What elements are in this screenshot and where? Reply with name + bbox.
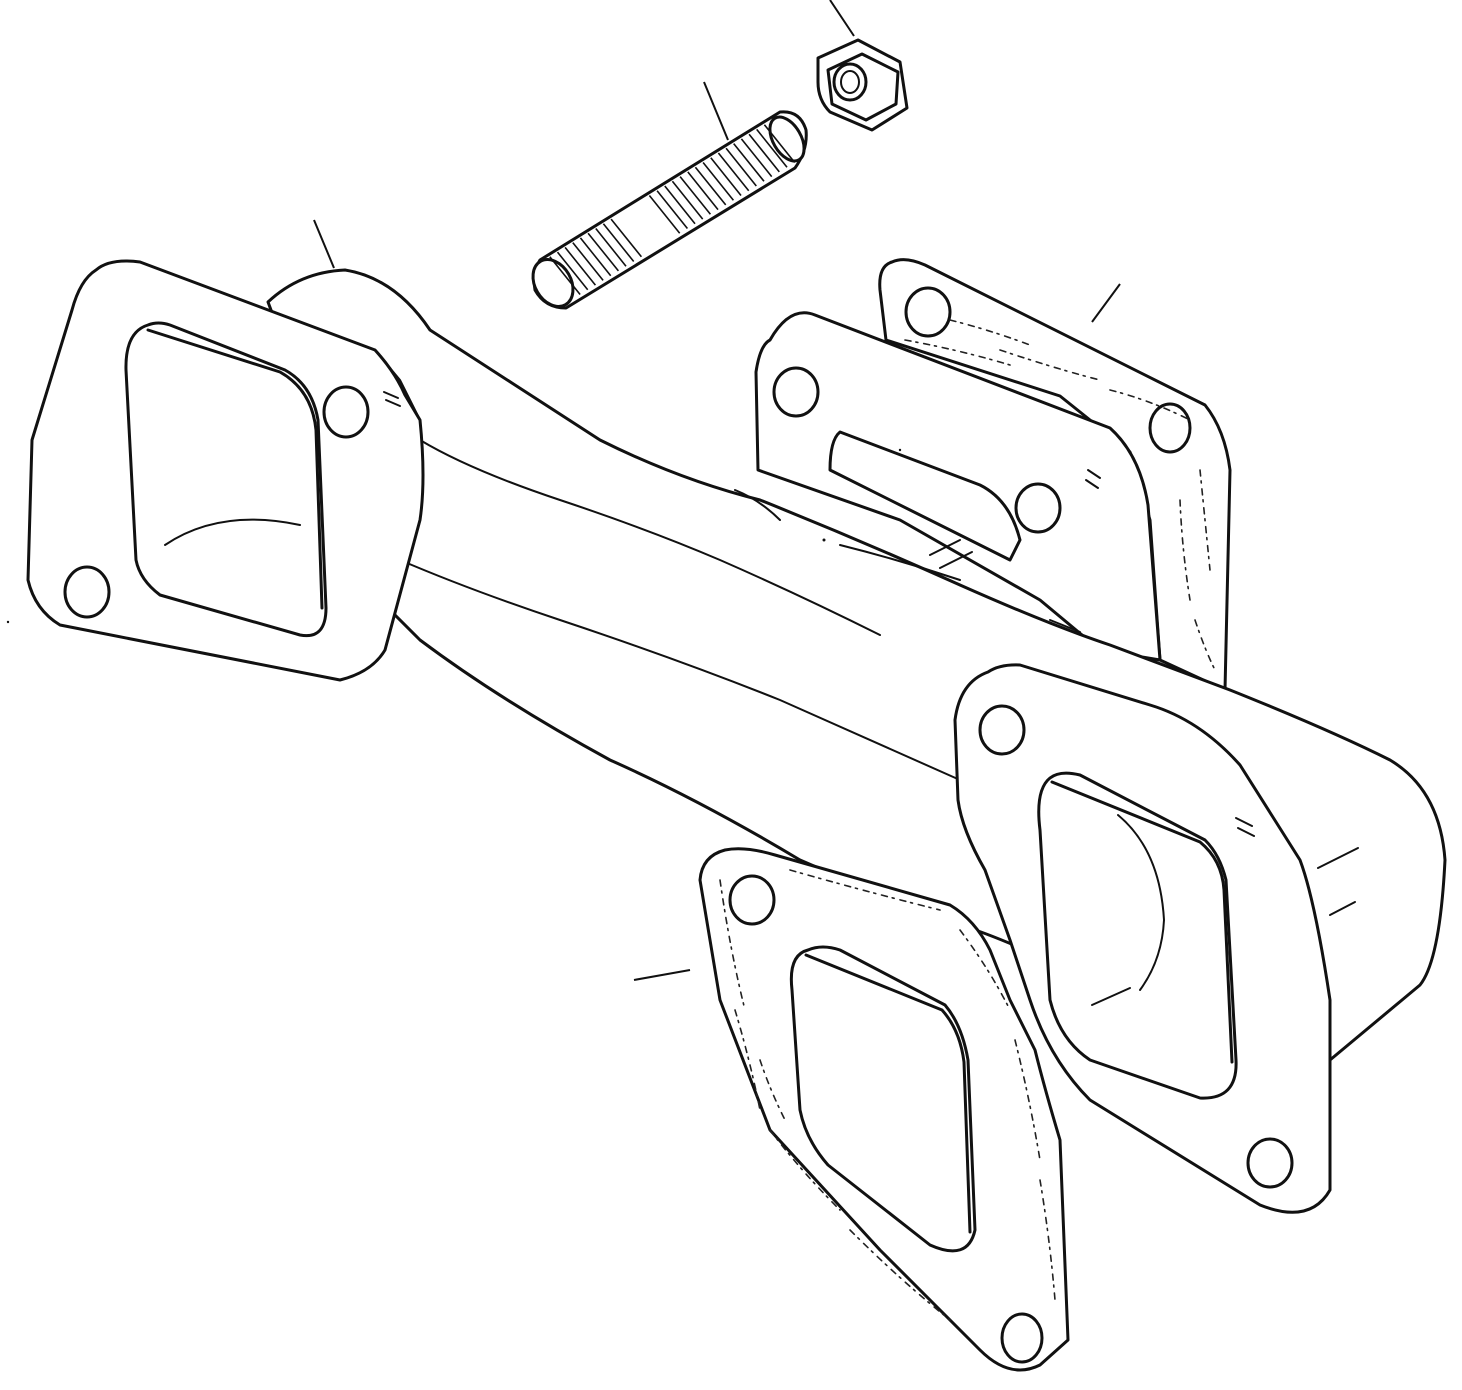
stray-dot [898,448,902,452]
stud-thread [725,147,757,187]
leader-gasket-upper [1091,283,1121,323]
stud [531,110,808,310]
stud-thread [687,171,719,211]
stud-thread [671,180,704,220]
stud-thread [733,143,765,182]
stud-thread [595,227,627,267]
stud-thread [717,152,750,192]
stray-dot [6,620,10,624]
exhaust-manifold [26,259,1447,1214]
stud-thread [564,246,597,286]
stud-thread [579,237,612,277]
stud-thread [549,256,581,296]
stud-thread [763,124,796,164]
stud-thread [587,232,620,272]
stud-thread [648,194,681,234]
stud-thread [656,190,689,230]
leader-manifold [313,219,335,269]
stud-thread [556,251,589,291]
callout-leaders [313,0,1121,981]
manifold-rear-flange [754,311,1162,662]
stud-thread [610,218,643,258]
stud-thread [748,133,780,173]
gasket-lower [698,847,1070,1372]
stud-thread [694,166,727,206]
leader-stud [703,81,729,141]
stray-dot [822,538,826,542]
leader-gasket-lower [633,969,691,981]
stud-thread [710,157,742,196]
stud-thread [740,138,773,178]
stud-thread [602,223,635,263]
stud-thread [679,176,712,215]
leader-nut [829,0,855,37]
stud-thread [664,185,696,225]
nut [816,38,909,132]
stud-thread [702,161,735,201]
gasket-upper [878,258,1232,692]
stud-thread [572,242,604,281]
stud-thread [756,128,788,168]
